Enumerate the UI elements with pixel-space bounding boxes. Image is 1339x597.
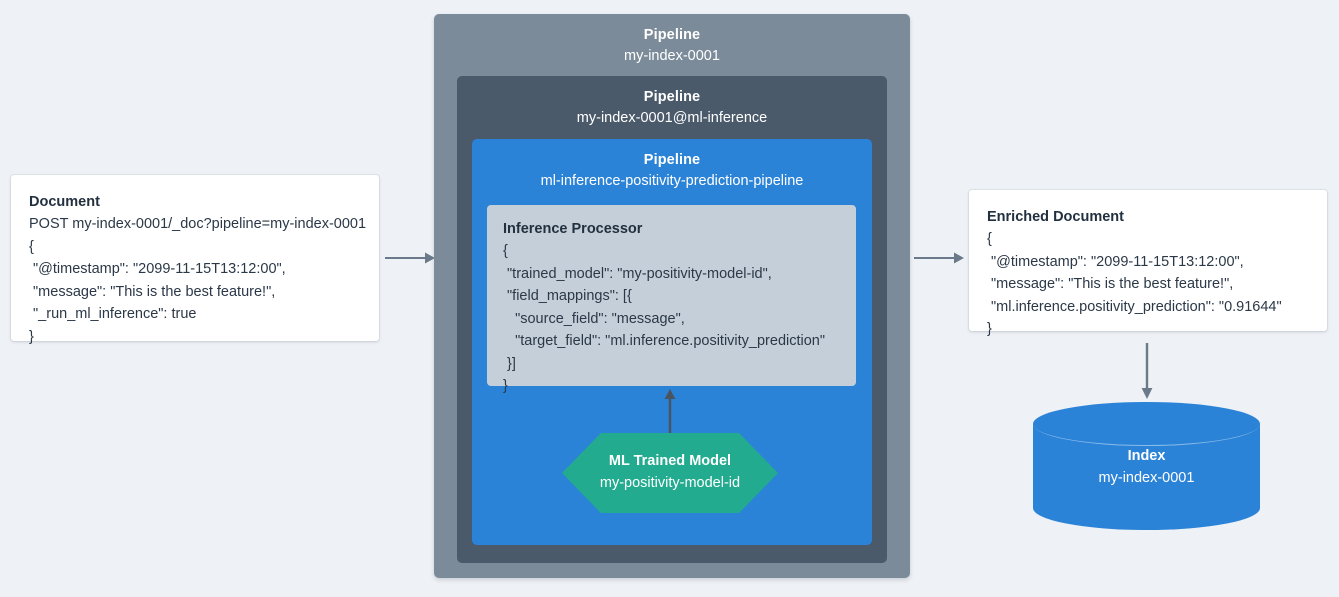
processor-line: { (503, 243, 508, 260)
pipeline-inner-kind: Pipeline (643, 152, 701, 168)
processor-line: }] (503, 355, 516, 372)
pipeline-mid-header: Pipeline my-index-0001@ml-inference (457, 76, 887, 130)
pipeline-outer-name: my-index-0001 (624, 48, 720, 65)
arrow-down-icon (1141, 343, 1153, 399)
pipeline-outer-header: Pipeline my-index-0001 (434, 14, 910, 68)
cylinder-top-ellipse (1033, 402, 1260, 446)
pipeline-inner-name: ml-inference-positivity-prediction-pipel… (540, 173, 804, 190)
enriched-document-line: "@timestamp": "2099-11-15T13:12:00", (987, 253, 1244, 270)
arrow-model-to-processor (660, 389, 680, 437)
pipeline-outer-kind: Pipeline (643, 27, 701, 43)
enriched-document-line: } (987, 321, 992, 338)
document-line: POST my-index-0001/_doc?pipeline=my-inde… (29, 216, 367, 233)
document-card: Document POST my-index-0001/_doc?pipelin… (11, 175, 379, 345)
document-line: "@timestamp": "2099-11-15T13:12:00", (29, 261, 286, 278)
document-line: "message": "This is the best feature!", (29, 283, 276, 300)
arrow-up-icon (664, 389, 676, 437)
ml-trained-model-hexagon: ML Trained Model my-positivity-model-id (562, 433, 778, 513)
index-kind: Index (1127, 447, 1166, 464)
processor-title: Inference Processor (503, 221, 643, 237)
arrow-right-icon (914, 252, 964, 264)
processor-line: "target_field": "ml.inference.positivity… (503, 333, 826, 350)
processor-line: "field_mappings": [{ (503, 288, 632, 305)
processor-line: } (503, 378, 508, 395)
index-name: my-index-0001 (1098, 469, 1195, 486)
document-line: "_run_ml_inference": true (29, 306, 197, 323)
arrow-right-icon (385, 252, 435, 264)
enriched-document-line: { (987, 231, 992, 248)
document-title: Document (29, 194, 100, 210)
pipeline-mid-kind: Pipeline (643, 89, 701, 105)
pipeline-mid-name: my-index-0001@ml-inference (576, 110, 768, 127)
inference-processor-card: Inference Processor { "trained_model": "… (487, 205, 856, 394)
arrow-pipeline-to-enriched (914, 248, 964, 268)
ml-model-kind: ML Trained Model (608, 453, 732, 470)
pipeline-inner-header: Pipeline ml-inference-positivity-predict… (472, 139, 872, 193)
index-cylinder: Index my-index-0001 (1033, 402, 1260, 530)
index-label: Index my-index-0001 (1033, 446, 1260, 490)
enriched-document-line: "message": "This is the best feature!", (987, 276, 1234, 293)
enriched-document-line: "ml.inference.positivity_prediction": "0… (987, 298, 1282, 315)
processor-line: "source_field": "message", (503, 310, 685, 327)
document-line: { (29, 238, 34, 255)
ml-model-name: my-positivity-model-id (599, 475, 741, 491)
enriched-document-title: Enriched Document (987, 209, 1124, 225)
arrow-enriched-to-index (1137, 343, 1157, 399)
processor-line: "trained_model": "my-positivity-model-id… (503, 265, 772, 282)
document-line: } (29, 328, 34, 345)
arrow-document-to-pipeline (385, 248, 435, 268)
enriched-document-card: Enriched Document { "@timestamp": "2099-… (969, 190, 1327, 337)
